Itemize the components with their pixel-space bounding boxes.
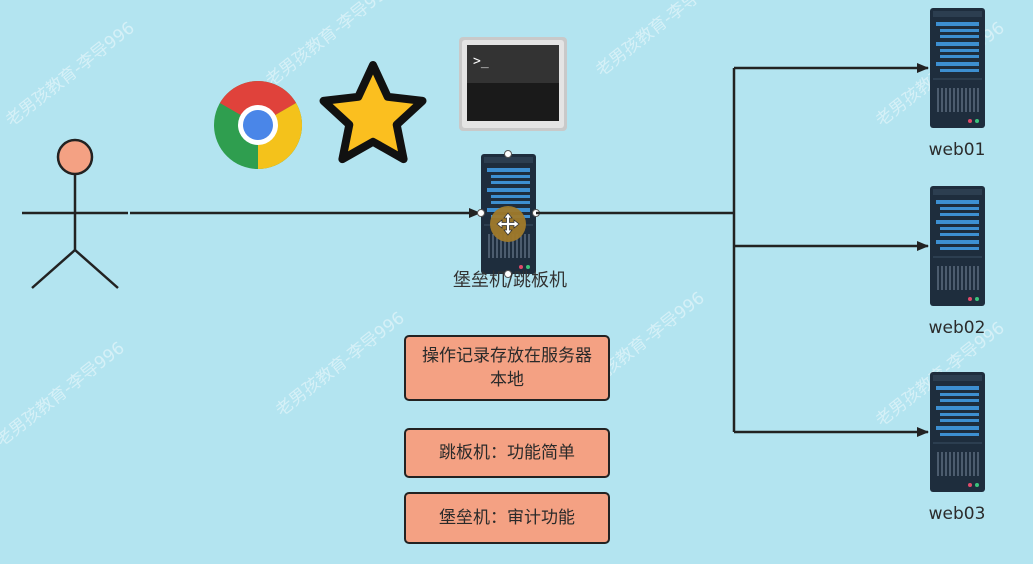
user-icon bbox=[22, 138, 128, 289]
server-label-web03: web03 bbox=[928, 504, 986, 524]
jump-server-label: 堡垒机/跳板机 bbox=[452, 270, 568, 291]
server-label-web02: web02 bbox=[928, 318, 986, 338]
move-handle-icon[interactable] bbox=[490, 206, 526, 242]
server-label-web01: web01 bbox=[928, 140, 986, 160]
chrome-icon bbox=[214, 81, 302, 169]
note-local-logs: 操作记录存放在服务器本地 bbox=[404, 335, 610, 401]
connector-jumpserver-to-webs bbox=[536, 63, 929, 437]
web03-server-icon bbox=[929, 371, 986, 493]
terminal-icon: >_ bbox=[459, 37, 567, 131]
terminal-prompt: >_ bbox=[473, 54, 489, 69]
note-bastion-host: 堡垒机：审计功能 bbox=[404, 492, 610, 544]
web01-server-icon bbox=[929, 7, 986, 129]
note-jump-server: 跳板机：功能简单 bbox=[404, 428, 610, 478]
star-icon bbox=[319, 61, 427, 164]
selection-handles[interactable] bbox=[477, 150, 540, 278]
web02-server-icon bbox=[929, 185, 986, 307]
